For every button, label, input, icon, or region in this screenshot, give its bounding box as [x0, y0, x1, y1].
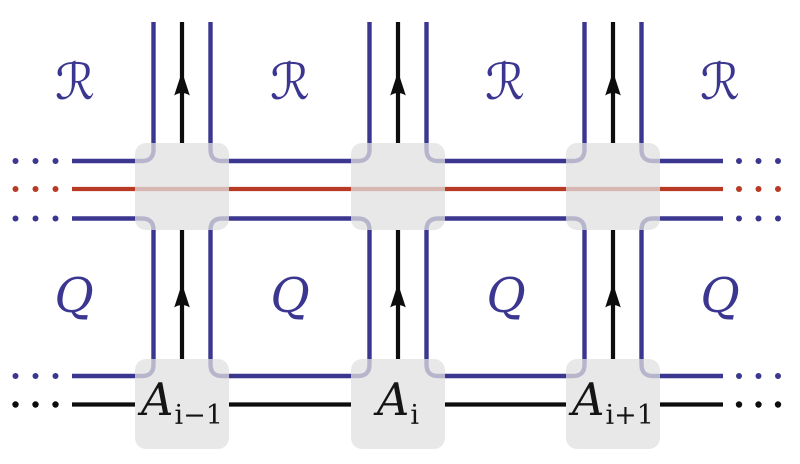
- region-label-R-2: ℛ: [270, 53, 310, 111]
- arrow-up-icon: [390, 283, 406, 308]
- tensor-label-A-i: Ai: [377, 377, 419, 429]
- arrow-up-icon: [605, 71, 621, 96]
- tensor-base: A: [376, 373, 410, 426]
- tensor-box-A-1: [135, 359, 229, 449]
- continuation-dots-left: [12, 158, 59, 408]
- tensor-box-top-3: [566, 143, 660, 230]
- region-label-R-3: ℛ: [485, 53, 525, 111]
- tensor-subscript: i: [410, 400, 420, 431]
- region-label-Q-1: Q: [54, 268, 94, 324]
- tensor-box-top-2: [351, 143, 445, 230]
- tensor-base: A: [572, 373, 605, 426]
- tensor-subscript: i+1: [605, 400, 654, 431]
- tensor-box-A-3: [566, 359, 660, 449]
- tensor-box-top-1: [135, 143, 229, 230]
- arrow-up-icon: [605, 283, 621, 308]
- tensor-box-A-2: [351, 359, 445, 449]
- region-label-Q-3: Q: [486, 268, 526, 324]
- arrow-up-icons: [174, 71, 621, 308]
- region-label-R-4: ℛ: [700, 53, 740, 111]
- tensor-subscript: i−1: [174, 400, 223, 431]
- tensor-base: A: [141, 373, 174, 426]
- continuation-dots-right: [735, 158, 782, 408]
- arrow-up-icon: [390, 71, 406, 96]
- tensor-label-A-i-minus-1: Ai−1: [141, 377, 223, 429]
- arrow-up-icon: [174, 71, 190, 96]
- region-label-Q-2: Q: [270, 268, 310, 324]
- tensor-label-A-i-plus-1: Ai+1: [572, 377, 654, 429]
- region-label-Q-4: Q: [700, 268, 740, 324]
- tensor-boxes: [135, 143, 660, 449]
- arrow-up-icon: [174, 283, 190, 308]
- region-label-R-1: ℛ: [55, 53, 95, 111]
